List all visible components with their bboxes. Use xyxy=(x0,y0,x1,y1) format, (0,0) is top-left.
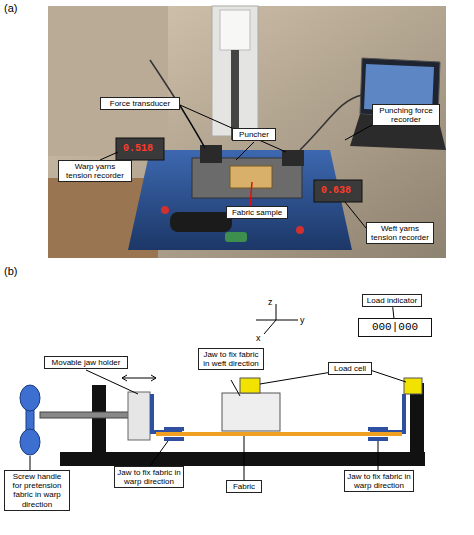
callout-box: Load indicator xyxy=(362,294,422,307)
load-cell xyxy=(240,378,260,393)
movable-jaw-holder xyxy=(128,392,150,440)
node-text: Load indicator xyxy=(365,296,419,305)
leader-line xyxy=(370,370,406,382)
base-bar xyxy=(60,452,425,466)
axis-line xyxy=(276,304,277,320)
leader-line xyxy=(180,105,205,148)
callout-box: Warp yarns tension recorder xyxy=(58,160,132,182)
jaw-clamp xyxy=(164,427,184,431)
callout-box: Weft yarns tension recorder xyxy=(366,222,434,244)
callout-box: Fabric xyxy=(226,480,262,493)
node-text: Force transducer xyxy=(103,99,177,108)
node-text: Fabric xyxy=(229,482,259,491)
callout-box: Jaw to fix fabric in warp direction xyxy=(344,470,414,492)
node-text: Fabric sample xyxy=(229,208,285,217)
callout-box: Fabric sample xyxy=(226,206,288,219)
force-transducer-photo xyxy=(200,145,222,163)
screw-rod xyxy=(40,412,130,418)
screw-handle xyxy=(20,429,40,455)
callout-box: Screw handle for pretension fabric in wa… xyxy=(4,470,70,511)
load-indicator-display: 000|000 xyxy=(358,318,432,337)
leader-line xyxy=(260,372,332,384)
axis-label: y xyxy=(300,316,305,325)
control-buttons xyxy=(225,232,247,242)
node-text: Screw handle for pretension fabric in wa… xyxy=(7,472,67,509)
axis-line xyxy=(264,320,276,334)
load-cell xyxy=(404,378,422,394)
cable xyxy=(300,95,362,150)
callout-box: Puncher xyxy=(232,128,276,141)
fabric-strip xyxy=(156,432,402,436)
axis-label: x xyxy=(256,334,261,343)
puncher-rod xyxy=(231,50,239,140)
photo-wall xyxy=(48,6,168,156)
connector-path xyxy=(393,307,394,318)
callout-box: Movable jaw holder xyxy=(44,356,128,369)
callout-box: Load cell xyxy=(328,362,372,375)
jaw-clamp xyxy=(368,437,388,441)
axis-line xyxy=(256,320,298,321)
display-digits: 0.638 xyxy=(321,186,351,196)
node-text: 000|000 xyxy=(362,321,428,334)
warp-jaw xyxy=(152,394,182,432)
weft-display-photo xyxy=(314,180,362,202)
leader-line xyxy=(86,370,138,394)
panel-label: (a) xyxy=(4,3,17,14)
callout-box: Punching force recorder xyxy=(372,104,440,126)
leader-line xyxy=(345,125,372,140)
panel-label: (b) xyxy=(4,266,17,277)
node-text: Load cell xyxy=(331,364,369,373)
leader-line xyxy=(231,380,240,396)
screw-handle xyxy=(20,385,40,411)
node-text: Jaw to fix fabric in warp direction xyxy=(347,472,411,490)
leader-line xyxy=(378,441,379,470)
callout-box: Jaw to fix fabric in warp direction xyxy=(114,466,184,488)
red-button xyxy=(161,206,169,214)
node-text: Warp yarns tension recorder xyxy=(61,162,129,180)
force-transducer-photo xyxy=(282,150,304,166)
leader-line xyxy=(250,182,252,206)
weft-jaw xyxy=(222,393,280,431)
node-text: Punching force recorder xyxy=(375,106,437,124)
callout-box: Jaw to fix fabric in weft direction xyxy=(198,348,264,370)
callout-box: Force transducer xyxy=(100,97,180,110)
leader-line xyxy=(150,441,168,466)
machine-head xyxy=(220,10,250,50)
display-digits: 0.518 xyxy=(123,144,153,154)
red-button xyxy=(296,226,304,234)
axis-label: z xyxy=(268,298,273,307)
leader-line xyxy=(236,142,254,160)
leader-line xyxy=(100,152,118,160)
warp-jaw xyxy=(370,394,404,432)
jaw-clamp xyxy=(368,427,388,431)
node-text: Weft yarns tension recorder xyxy=(369,224,431,242)
photo-background xyxy=(48,6,446,258)
movement-arrow xyxy=(122,375,156,381)
node-text: Jaw to fix fabric in warp direction xyxy=(117,468,181,486)
leader-line xyxy=(345,202,366,228)
jaw-clamp xyxy=(164,437,184,441)
node-text: Movable jaw holder xyxy=(47,358,125,367)
fabric-sample-photo xyxy=(230,166,272,188)
handle-cylinder xyxy=(170,212,232,232)
node-text: Jaw to fix fabric in weft direction xyxy=(201,350,261,368)
warp-display-photo xyxy=(116,138,164,160)
connector-line xyxy=(393,307,394,318)
node-text: Puncher xyxy=(235,130,273,139)
leader-line xyxy=(180,105,286,152)
leader-line xyxy=(30,456,31,470)
left-post xyxy=(92,385,106,455)
leader-line xyxy=(244,436,245,480)
